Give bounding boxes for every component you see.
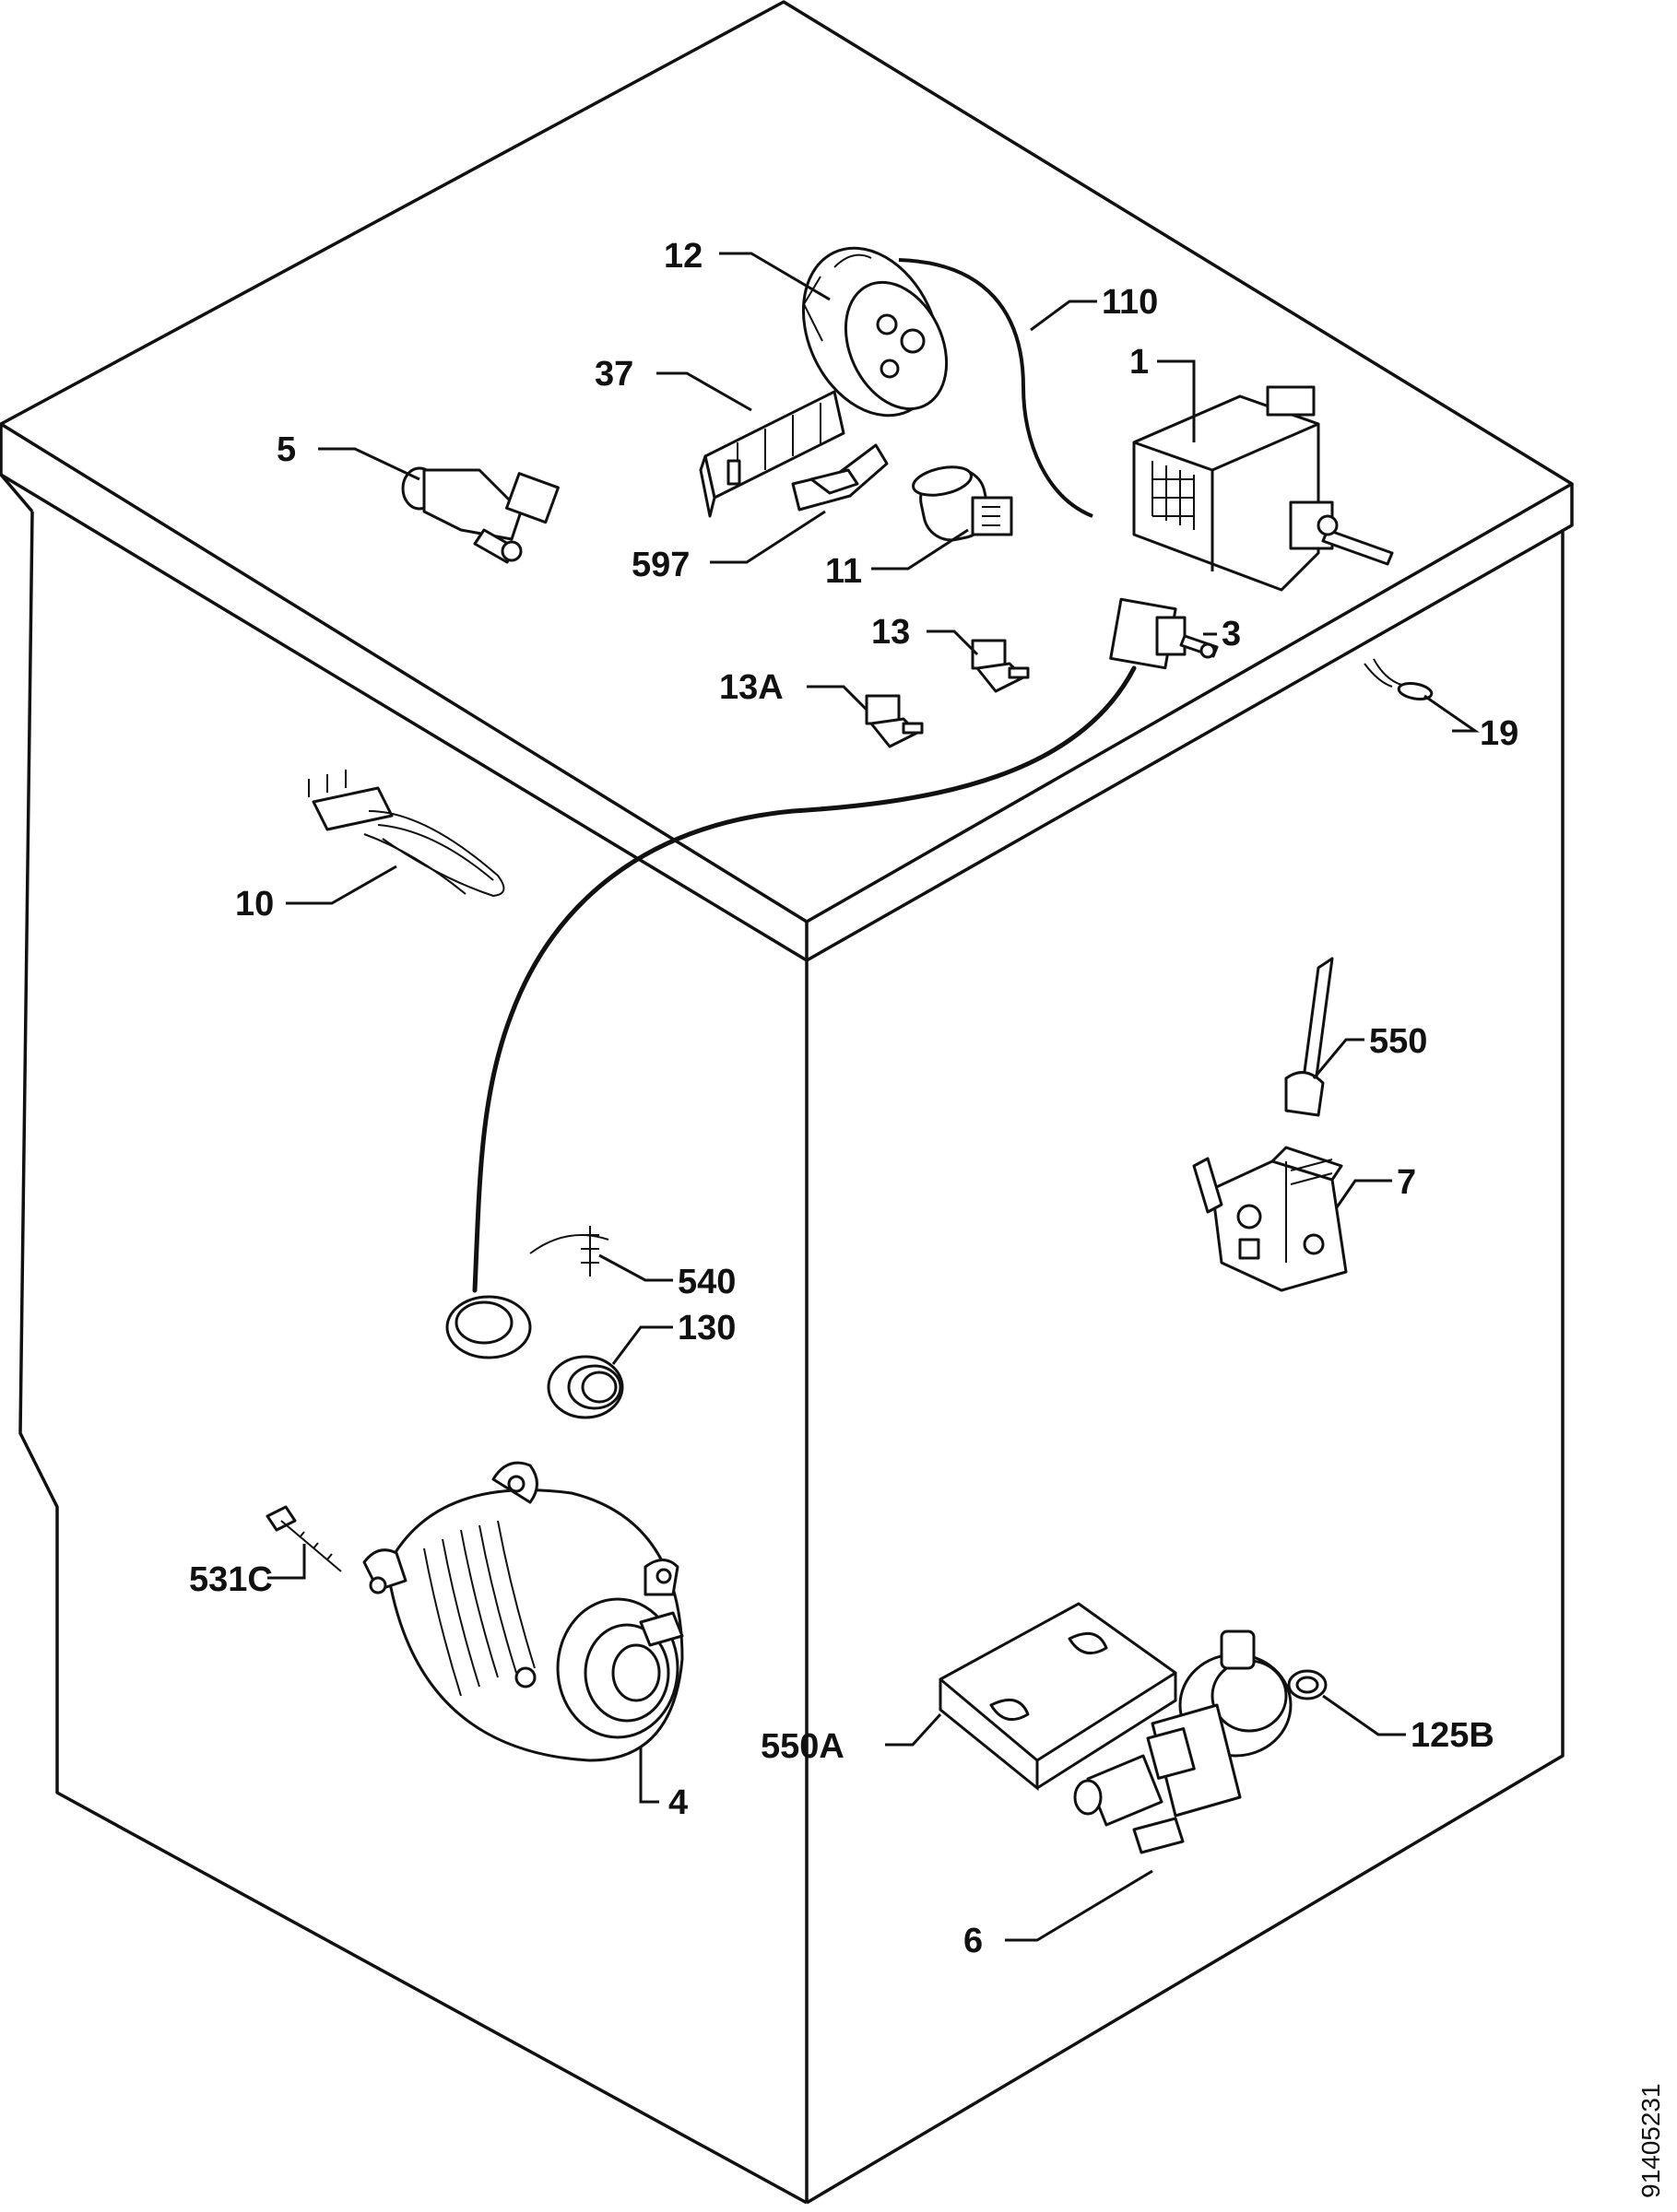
part-13-connector	[971, 639, 1030, 693]
label-4: 4	[668, 1783, 688, 1822]
label-1: 1	[1129, 343, 1149, 382]
part-12-timer	[801, 246, 949, 418]
part-37-terminal-block	[699, 390, 845, 518]
part-531C-bolt	[266, 1505, 342, 1572]
part-5-valve	[401, 466, 560, 564]
part-10-heater	[308, 770, 505, 898]
part-7-door-lock	[1192, 1146, 1348, 1292]
label-7: 7	[1397, 1163, 1416, 1202]
label-10: 10	[235, 885, 274, 924]
part-550A-cover	[939, 1602, 1177, 1792]
label-5: 5	[277, 430, 296, 469]
label-550: 550	[1369, 1022, 1427, 1061]
part-1-switch-block	[1132, 385, 1394, 592]
label-6: 6	[963, 1922, 983, 1960]
label-125B: 125B	[1411, 1716, 1494, 1755]
label-540: 540	[678, 1263, 736, 1301]
part-550-lever	[1284, 957, 1334, 1117]
label-37: 37	[595, 355, 633, 394]
part-4-pump-motor	[362, 1461, 684, 1762]
label-13A: 13A	[719, 668, 784, 707]
label-130: 130	[678, 1309, 736, 1347]
part-130-grommets	[445, 1295, 624, 1419]
label-3: 3	[1222, 615, 1241, 653]
label-110: 110	[1102, 283, 1158, 322]
part-6-pump	[1073, 1630, 1293, 1854]
part-labels: 12 110 1 37 5 597 11 13 3 13A 19 10 550 …	[189, 237, 1518, 1960]
label-12: 12	[664, 237, 703, 276]
label-550A: 550A	[761, 1727, 844, 1766]
label-597: 597	[632, 546, 690, 584]
document-code: 91405231	[1636, 2083, 1665, 2198]
part-19-sensor	[1364, 658, 1434, 700]
part-597-bracket	[791, 443, 889, 512]
part-125B-ring	[1287, 1669, 1328, 1700]
part-13A-connector	[865, 694, 924, 748]
label-13: 13	[871, 613, 910, 652]
label-531C: 531C	[189, 1560, 273, 1599]
label-11: 11	[825, 552, 862, 591]
part-110-hose	[898, 258, 1093, 518]
label-19: 19	[1480, 714, 1518, 753]
part-3-switch	[1109, 597, 1219, 670]
part-3-cable	[472, 665, 1137, 1293]
cabinet-outline	[0, 0, 1574, 2205]
leader-lines	[267, 252, 1480, 1942]
part-540-clip	[529, 1226, 609, 1277]
part-11-capacitor	[912, 465, 1013, 542]
